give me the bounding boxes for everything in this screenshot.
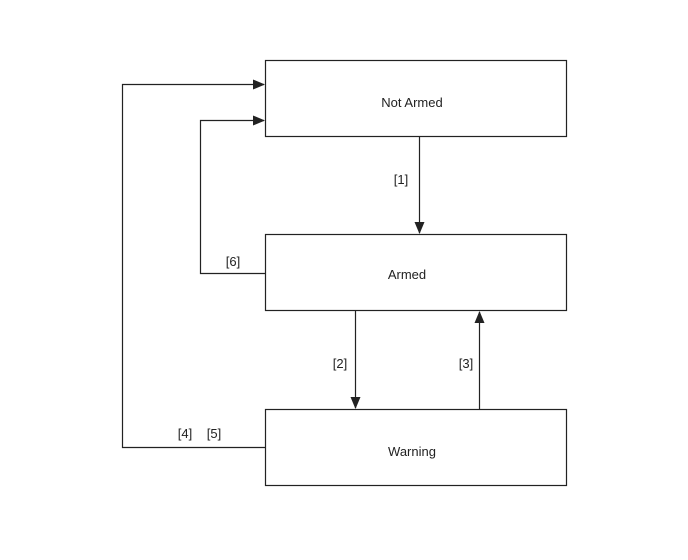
transition-2-label: [2]: [333, 356, 347, 371]
state-armed: Armed: [264, 233, 568, 312]
transition-4-5: [4] [5]: [121, 79, 265, 449]
state-armed-box: [264, 233, 568, 312]
transition-6-arrow: [199, 115, 265, 275]
transition-3-label: [3]: [459, 356, 473, 371]
state-warning-label: Warning: [388, 444, 436, 459]
transition-5-label: [5]: [207, 426, 221, 441]
transition-1-label: [1]: [394, 172, 408, 187]
transition-6-label: [6]: [226, 254, 240, 269]
state-not-armed-box: [264, 59, 568, 138]
transition-3: [3]: [459, 311, 485, 409]
transition-2: [2]: [333, 311, 361, 409]
transition-1: [1]: [394, 137, 425, 234]
state-not-armed-label: Not Armed: [381, 95, 442, 110]
transition-4-label: [4]: [178, 426, 192, 441]
state-armed-label: Armed: [388, 267, 426, 282]
transition-6: [6]: [199, 115, 265, 275]
state-warning-box: [264, 408, 568, 487]
transition-4-5-arrow: [121, 79, 265, 449]
state-warning: Warning: [264, 408, 568, 487]
state-not-armed: Not Armed: [264, 59, 568, 138]
